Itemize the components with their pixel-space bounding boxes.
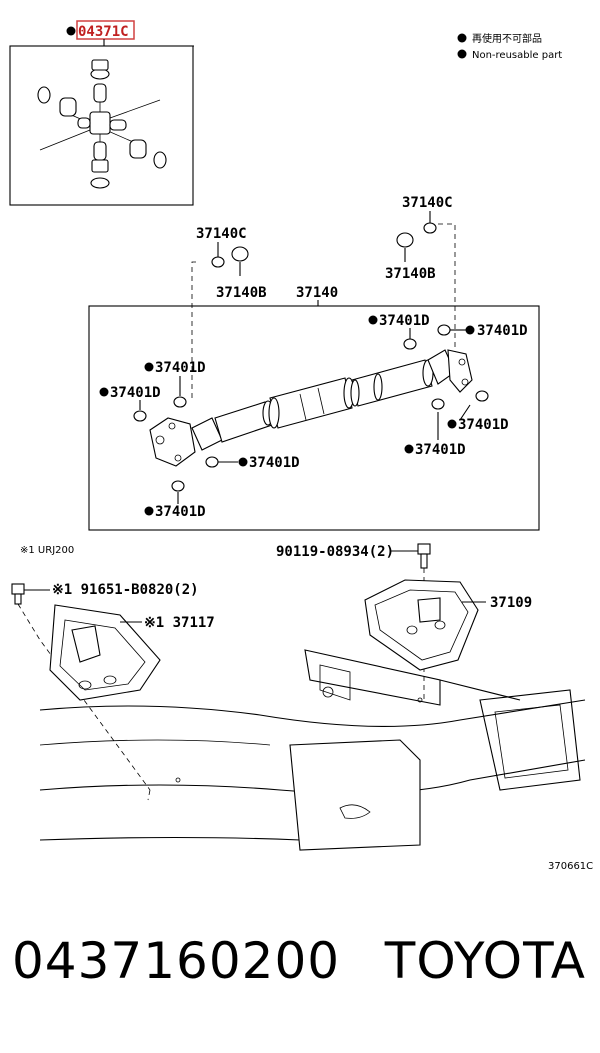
label-37401D-2: 37401D [477, 323, 528, 339]
spider-joint-illustration [37, 59, 167, 189]
label-37117: ※1 37117 [144, 615, 215, 631]
bracket-37117: ※1 37117 [49, 604, 215, 701]
label-37401D-5: 37401D [458, 417, 509, 433]
part-number: 0437160200 [12, 932, 341, 990]
label-37140B-left: 37140B [216, 285, 267, 301]
label-37401D-8: 37401D [155, 504, 206, 520]
label-urj200: ※1 URJ200 [20, 545, 74, 556]
propeller-shaft-box [88, 305, 540, 531]
bolt-part [417, 543, 431, 555]
label-37140C-left: 37140C [196, 226, 247, 242]
legend-line-2: Non-reusable part [472, 50, 562, 61]
label-37140C-right: 37140C [402, 195, 453, 211]
vehicle-frame-illustration [39, 649, 586, 851]
label-37401D-3: 37401D [155, 360, 206, 376]
washer-part [231, 246, 249, 262]
joint-kit-label: 04371C [78, 24, 129, 40]
joint-kit-highlight [76, 20, 135, 40]
nut-part [423, 222, 437, 234]
joint-kit-callout: 04371C [14, 20, 194, 47]
label-90119: 90119-08934(2) [276, 544, 394, 560]
label-37401D-4: 37401D [110, 385, 161, 401]
non-reusable-dot-icon [457, 33, 467, 43]
non-reusable-dot-icon [66, 26, 76, 36]
label-37401D-1: 37401D [379, 313, 430, 329]
bolt-callout-91651: ※1 91651-B0820(2) [11, 582, 199, 791]
label-91651: ※1 91651-B0820(2) [52, 582, 199, 598]
diagram-reference-code: 370661C [548, 861, 593, 872]
label-37401D-7: 37401D [249, 455, 300, 471]
washer-part [396, 232, 414, 248]
label-37140B-right: 37140B [385, 266, 436, 282]
bracket-37109: 37109 [364, 579, 532, 671]
nut-part [211, 256, 225, 268]
label-37140: 37140 [296, 285, 338, 301]
clip-callouts-37401D: 37401D 37401D 37401D 37401D 37401D 37401… [99, 313, 528, 520]
joint-kit-box [9, 45, 194, 206]
hardware-callouts-top: 37140C 37140B 37140C 37140B 37140 [191, 195, 456, 400]
legend-line-1: 再使用不可部品 [472, 32, 542, 45]
legend: 再使用不可部品 Non-reusable part [457, 32, 562, 61]
label-37401D-6: 37401D [415, 442, 466, 458]
propeller-shaft-illustration [149, 349, 473, 467]
bolt-part [11, 583, 25, 595]
label-37109: 37109 [490, 595, 532, 611]
parts-diagram: 再使用不可部品 Non-reusable part 04371C [9, 20, 593, 872]
brand-name: TOYOTA [384, 932, 586, 990]
non-reusable-dot-icon [457, 49, 467, 59]
